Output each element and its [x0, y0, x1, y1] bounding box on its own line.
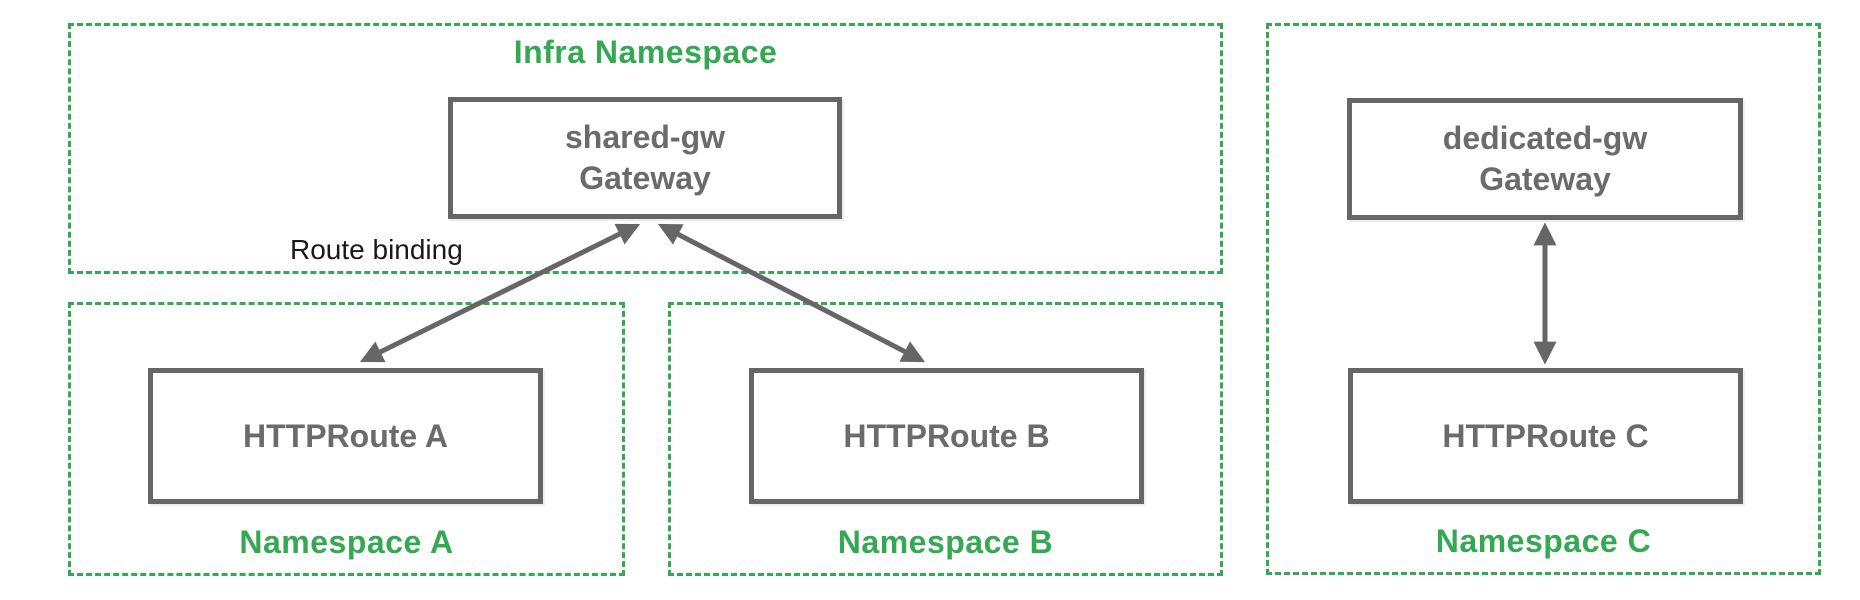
namespace-b-label: Namespace B [837, 524, 1054, 560]
node-httproute-a-label: HTTPRoute A [242, 417, 448, 454]
node-httproute-c-label: HTTPRoute C [1442, 417, 1649, 454]
node-dedicated-gw-kind: Gateway [1479, 161, 1611, 197]
namespace-a-container: Namespace A [68, 302, 625, 576]
namespace-a-label: Namespace A [239, 524, 454, 560]
node-shared-gw-kind: Gateway [579, 160, 711, 196]
route-binding-label: Route binding [290, 234, 463, 265]
node-httproute-a: HTTPRoute A [148, 368, 543, 504]
namespace-b-container: Namespace B [668, 302, 1223, 576]
namespace-infra-label: Infra Namespace [513, 34, 778, 70]
node-httproute-b: HTTPRoute B [749, 368, 1144, 504]
namespace-c-container: Namespace C [1266, 23, 1821, 575]
node-httproute-b-label: HTTPRoute B [843, 417, 1050, 454]
node-shared-gw-gateway: shared-gw Gateway [448, 97, 842, 219]
node-dedicated-gw-gateway: dedicated-gw Gateway [1347, 98, 1743, 220]
node-httproute-c: HTTPRoute C [1348, 368, 1743, 504]
namespace-infra-container: Infra Namespace [68, 23, 1223, 274]
node-dedicated-gw-name: dedicated-gw [1442, 120, 1648, 157]
node-shared-gw-name: shared-gw [564, 119, 726, 156]
namespace-c-label: Namespace C [1435, 523, 1652, 559]
